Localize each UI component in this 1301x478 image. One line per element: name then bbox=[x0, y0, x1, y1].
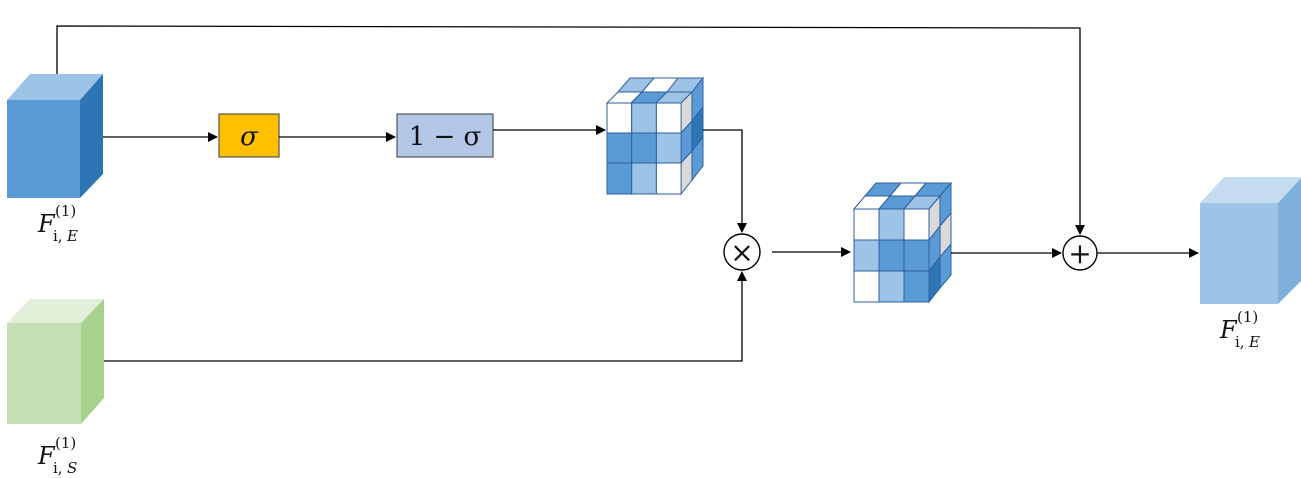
input-e-label: F (1) i, E bbox=[37, 202, 78, 245]
add-operator-symbol: + bbox=[1068, 237, 1091, 270]
sigma-box-label: σ bbox=[240, 122, 259, 152]
product-cube-front-tile bbox=[903, 239, 930, 272]
input-s-label-sub: i, bbox=[53, 459, 63, 477]
output-e-front-face bbox=[1200, 203, 1278, 304]
output-e-label-main: F bbox=[1219, 316, 1238, 344]
output-e-label-sub: i, bbox=[1235, 333, 1245, 351]
output-e-side-face bbox=[1278, 178, 1301, 304]
input-s-label-sub-italic: S bbox=[67, 459, 77, 477]
multiply-operator-symbol: × bbox=[730, 236, 753, 269]
attention-cube-front-tile bbox=[606, 162, 633, 195]
input-s-side-face bbox=[81, 299, 104, 424]
arrow-input-s-to-multiply bbox=[104, 271, 747, 362]
output-e-top-face bbox=[1200, 177, 1301, 203]
add-operator: + bbox=[1062, 235, 1098, 271]
attention-cube-front-tile bbox=[655, 102, 682, 134]
input-feature-s-block bbox=[7, 299, 104, 424]
product-cube-side-tile bbox=[939, 242, 952, 290]
output-e-label-sup: (1) bbox=[1237, 308, 1258, 326]
input-e-label-sup: (1) bbox=[55, 202, 76, 220]
product-cube-front-tile bbox=[853, 270, 880, 303]
input-e-label-main: F bbox=[37, 210, 56, 238]
attention-cube-front-tile bbox=[606, 132, 633, 164]
product-cube-front-tile bbox=[853, 239, 880, 272]
attention-weight-cube bbox=[605, 76, 705, 196]
input-e-front-face bbox=[7, 100, 80, 198]
attention-cube-side-tile bbox=[691, 135, 704, 182]
input-e-label-sub-italic: E bbox=[66, 227, 78, 245]
input-feature-e-block bbox=[7, 74, 103, 198]
attention-cube-front-tile bbox=[631, 102, 657, 134]
attention-cube-front-tile bbox=[655, 132, 682, 164]
input-s-top-face bbox=[7, 299, 104, 323]
input-s-label-sup: (1) bbox=[55, 434, 76, 452]
attention-cube-front-tile bbox=[655, 162, 682, 195]
attention-cube-front-tile bbox=[631, 162, 657, 195]
product-cube-front-tile bbox=[878, 208, 905, 241]
input-e-label-sub: i, bbox=[53, 227, 63, 245]
product-cube-front-tile bbox=[878, 270, 905, 303]
input-e-top-face bbox=[7, 74, 103, 100]
attention-cube-front-tile bbox=[606, 102, 633, 134]
output-e-label: F (1) i, E bbox=[1219, 308, 1260, 351]
input-s-label-main: F bbox=[37, 442, 56, 470]
sigma-box: σ bbox=[218, 113, 280, 158]
multiply-operator: × bbox=[723, 233, 761, 271]
product-cube-front-tile bbox=[903, 270, 930, 303]
connectors bbox=[56, 25, 1199, 362]
one-minus-sigma-label: 1 − σ bbox=[409, 122, 482, 152]
product-cube bbox=[852, 181, 953, 304]
product-cube-front-tile bbox=[878, 239, 905, 272]
output-feature-e-block bbox=[1200, 177, 1301, 304]
arrow-cube-to-multiply bbox=[703, 129, 747, 233]
one-minus-sigma-box: 1 − σ bbox=[396, 113, 494, 158]
attention-cube-front-tile bbox=[631, 132, 657, 164]
output-e-label-sub-italic: E bbox=[1248, 333, 1260, 351]
arrow-skip-connection bbox=[56, 25, 1085, 235]
input-e-side-face bbox=[80, 74, 103, 198]
product-cube-front-tile bbox=[903, 208, 930, 241]
input-s-label: F (1) i, S bbox=[37, 434, 77, 477]
input-s-front-face bbox=[7, 323, 81, 424]
product-cube-front-tile bbox=[853, 208, 880, 241]
